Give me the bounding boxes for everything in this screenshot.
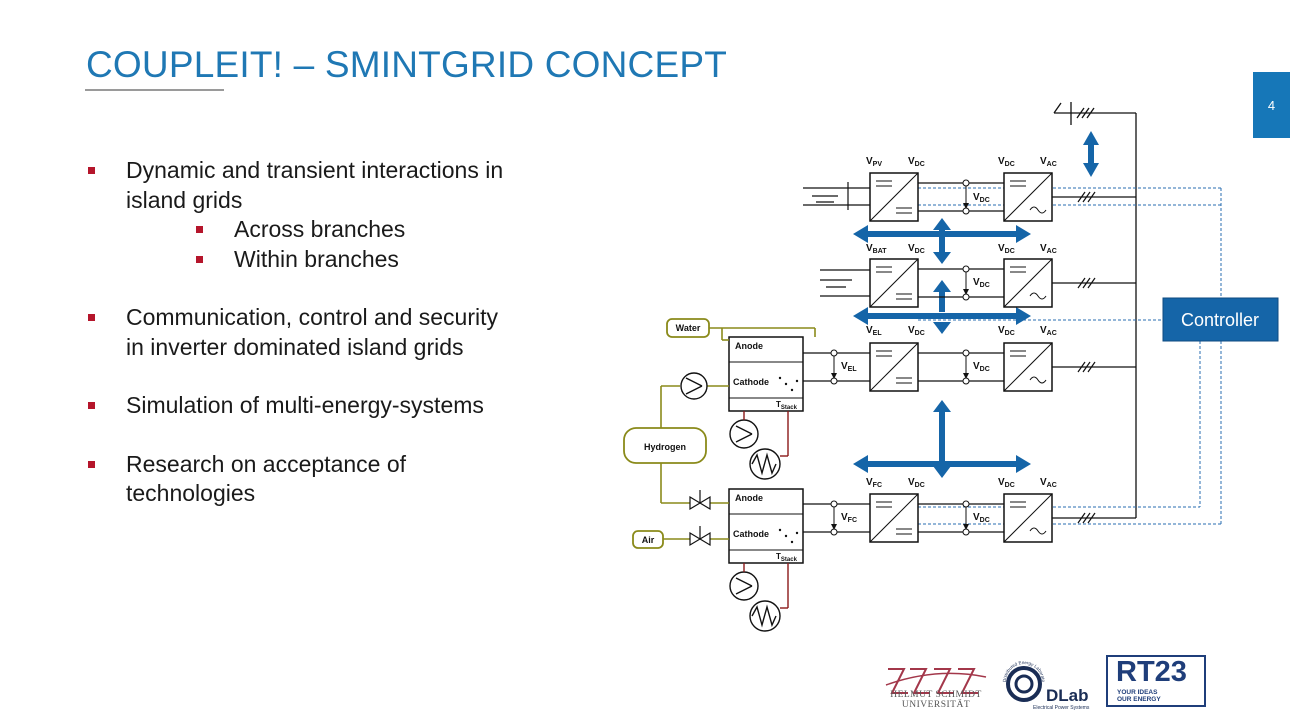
svg-text:VDC: VDC — [973, 277, 990, 289]
rt23-logo-text: RT23 — [1116, 656, 1187, 688]
svg-text:VAC: VAC — [1040, 156, 1057, 168]
bullet-text: Communication, control and security in i… — [126, 304, 498, 360]
compressor-icon — [680, 372, 759, 601]
svg-text:VAC: VAC — [1040, 325, 1057, 337]
rt23-logo-subtext: YOUR IDEAS OUR ENERGY — [1117, 689, 1161, 703]
svg-text:VEL: VEL — [866, 325, 882, 337]
sub-bullet-item: Within branches — [126, 245, 516, 275]
bullet-item: Communication, control and security in i… — [86, 303, 516, 362]
voltage-labels: VPV VDC VDC VAC VDC VBAT VDC VDC VAC VDC… — [841, 156, 1057, 524]
hsu-logo-text: HELMUT SCHMIDT UNIVERSITÄT — [890, 690, 982, 710]
svg-text:Hydrogen: Hydrogen — [644, 442, 686, 452]
bullet-item: Simulation of multi-energy-systems — [86, 391, 516, 421]
bullet-item: Dynamic and transient interactions in is… — [86, 156, 516, 274]
control-lines — [918, 187, 1222, 525]
controller-label: Controller — [1181, 310, 1259, 330]
dlab-logo-subtext: Electrical Power Systems — [1033, 705, 1090, 711]
heat-exchanger-icon — [749, 448, 781, 632]
power-flow-arrows — [853, 131, 1099, 478]
svg-text:VEL: VEL — [841, 361, 857, 373]
sub-bullet-item: Across branches — [126, 215, 516, 245]
bullet-list: Dynamic and transient interactions in is… — [86, 156, 516, 538]
svg-text:Anode: Anode — [735, 341, 763, 351]
title-underline — [85, 89, 224, 91]
svg-text:VPV: VPV — [866, 156, 882, 168]
svg-text:VDC: VDC — [998, 477, 1015, 489]
sub-bullet-list: Across branches Within branches — [126, 215, 516, 274]
hsu-logo-icon — [885, 668, 987, 694]
bubbles — [778, 376, 799, 544]
converter-row-el — [803, 342, 1136, 392]
controller-box — [1162, 297, 1279, 342]
gas-piping — [660, 327, 816, 540]
svg-text:VBAT: VBAT — [866, 243, 887, 255]
bullet-text: Simulation of multi-energy-systems — [126, 392, 484, 418]
converter-row-bat — [820, 258, 1136, 308]
svg-text:VDC: VDC — [908, 325, 925, 337]
valve-icon — [689, 490, 711, 547]
svg-text:VAC: VAC — [1040, 243, 1057, 255]
svg-text:Air: Air — [642, 535, 655, 545]
dlab-logo-text: DLab — [1046, 686, 1089, 705]
bullet-text: Dynamic and transient interactions in is… — [126, 157, 504, 213]
svg-text:VAC: VAC — [1040, 477, 1057, 489]
svg-text:VDC: VDC — [998, 325, 1015, 337]
svg-text:VDC: VDC — [998, 243, 1015, 255]
svg-text:VDC: VDC — [998, 156, 1015, 168]
svg-text:Cathode: Cathode — [733, 529, 769, 539]
water-tank — [666, 318, 710, 338]
svg-text:VDC: VDC — [973, 512, 990, 524]
electrolyser-stack: Anode Cathode TStack — [728, 336, 804, 412]
fuel-cell-stack: Anode Cathode TStack — [728, 488, 804, 564]
svg-text:TStack: TStack — [776, 552, 798, 563]
bullet-item: Research on acceptance of technologies — [86, 450, 516, 509]
air-tank — [632, 530, 664, 549]
svg-text:VFC: VFC — [866, 477, 882, 489]
coolant-lines — [743, 411, 789, 609]
svg-text:VFC: VFC — [841, 512, 857, 524]
svg-text:VDC: VDC — [973, 361, 990, 373]
page-number-badge: 4 — [1253, 72, 1290, 138]
svg-text:TStack: TStack — [776, 400, 798, 411]
hydrogen-tank — [623, 427, 707, 464]
converter-row-pv — [803, 172, 1136, 222]
slide-title: COUPLEIT! – SMINTGRID CONCEPT — [86, 44, 728, 85]
rt23-logo: RT23 YOUR IDEAS OUR ENERGY — [1106, 655, 1206, 707]
svg-text:Cathode: Cathode — [733, 377, 769, 387]
svg-text:VDC: VDC — [908, 477, 925, 489]
converter-row-fc — [803, 493, 1136, 543]
svg-text:VDC: VDC — [973, 192, 990, 204]
dlab-logo-icon: Distributed Energy Laboratory — [1000, 654, 1046, 702]
svg-text:VDC: VDC — [908, 243, 925, 255]
svg-text:Water: Water — [676, 323, 701, 333]
ac-bus — [1053, 102, 1137, 518]
bullet-text: Research on acceptance of technologies — [126, 450, 407, 507]
svg-text:VDC: VDC — [908, 156, 925, 168]
svg-text:Anode: Anode — [735, 493, 763, 503]
